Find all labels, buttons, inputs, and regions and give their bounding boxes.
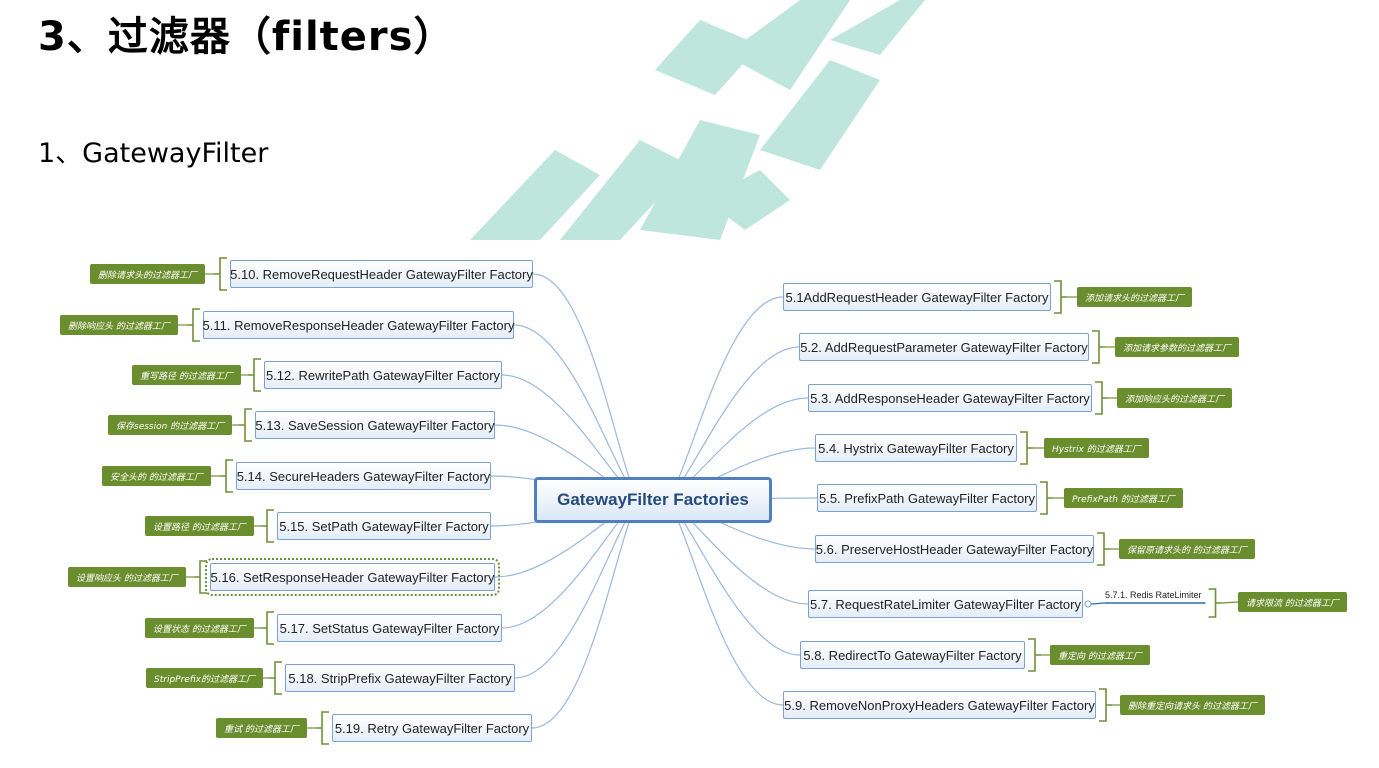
- page-title: 3、过滤器（filters）: [38, 14, 455, 60]
- right-tag-1: 添加请求头的过滤器工厂: [1077, 287, 1193, 307]
- left-tag-9: StripPrefix的过滤器工厂: [146, 668, 263, 688]
- bracket-right-4: [1020, 431, 1033, 465]
- right-node-5[interactable]: 5.5. PrefixPath GatewayFilter Factory: [817, 484, 1037, 512]
- right-node-2[interactable]: 5.2. AddRequestParameter GatewayFilter F…: [799, 333, 1089, 361]
- right-node-6[interactable]: 5.6. PreserveHostHeader GatewayFilter Fa…: [815, 535, 1094, 563]
- left-node-8[interactable]: 5.17. SetStatus GatewayFilter Factory: [277, 614, 502, 642]
- bracket-left-7: [194, 560, 207, 594]
- right-tag-4: Hystrix 的过滤器工厂: [1044, 438, 1149, 458]
- left-tag-6: 设置路径 的过滤器工厂: [145, 516, 254, 536]
- sub-node-edge: [1090, 602, 1106, 605]
- bracket-left-6: [261, 509, 274, 543]
- left-node-2[interactable]: 5.11. RemoveResponseHeader GatewayFilter…: [203, 311, 514, 339]
- bracket-right-2: [1092, 330, 1105, 364]
- sub-node-redis-ratelimiter[interactable]: 5.7.1. Redis RateLimiter: [1105, 590, 1202, 600]
- left-tag-2: 删除响应头 的过滤器工厂: [60, 315, 178, 335]
- right-tag-5: PrefixPath 的过滤器工厂: [1064, 488, 1183, 508]
- bracket-left-4: [239, 408, 252, 442]
- bracket-right-3: [1095, 381, 1108, 415]
- left-node-6[interactable]: 5.15. SetPath GatewayFilter Factory: [277, 512, 491, 540]
- edge-left-2: [513, 324, 643, 501]
- left-tag-10: 重试 的过滤器工厂: [216, 718, 307, 738]
- mindmap: GatewayFilter Factories 5.10. RemoveRequ…: [0, 240, 1379, 768]
- sub-node-dot: [1084, 600, 1092, 608]
- left-node-7[interactable]: 5.16. SetResponseHeader GatewayFilter Fa…: [205, 558, 500, 596]
- bracket-right-9: [1099, 688, 1112, 722]
- left-node-1[interactable]: 5.10. RemoveRequestHeader GatewayFilter …: [230, 260, 533, 288]
- bracket-left-3: [248, 358, 261, 392]
- bracket-left-9: [269, 661, 282, 695]
- right-tag-6: 保留原请求头的 的过滤器工厂: [1119, 539, 1255, 559]
- bracket-left-8: [261, 611, 274, 645]
- right-node-8[interactable]: 5.8. RedirectTo GatewayFilter Factory: [800, 641, 1025, 669]
- bracket-right-5: [1040, 481, 1053, 515]
- left-tag-3: 重写路径 的过滤器工厂: [132, 365, 241, 385]
- bracket-right-8: [1028, 638, 1041, 672]
- edge-right-9: [663, 499, 784, 706]
- bracket-left-10: [316, 711, 329, 745]
- left-tag-5: 安全头的 的过滤器工厂: [102, 466, 211, 486]
- right-node-7[interactable]: 5.7. RequestRateLimiter GatewayFilter Fa…: [808, 590, 1083, 618]
- left-tag-4: 保存session 的过滤器工厂: [108, 415, 233, 435]
- left-node-5[interactable]: 5.14. SecureHeaders GatewayFilter Factor…: [236, 462, 491, 490]
- left-node-3[interactable]: 5.12. RewritePath GatewayFilter Factory: [264, 361, 502, 389]
- right-tag-9: 删除重定向请求头 的过滤器工厂: [1120, 695, 1265, 715]
- left-tag-7: 设置响应头 的过滤器工厂: [68, 567, 186, 587]
- center-node[interactable]: GatewayFilter Factories: [534, 477, 772, 523]
- left-tag-1: 删除请求头的过滤器工厂: [90, 264, 206, 284]
- edge-left-10: [531, 499, 643, 729]
- right-tag-8: 重定向 的过滤器工厂: [1050, 645, 1150, 665]
- section-title: 1、GatewayFilter: [38, 138, 269, 169]
- left-node-9[interactable]: 5.18. StripPrefix GatewayFilter Factory: [285, 664, 515, 692]
- left-tag-8: 设置状态 的过滤器工厂: [145, 618, 254, 638]
- bracket-left-1: [214, 257, 227, 291]
- bracket-right-6: [1097, 532, 1110, 566]
- bracket-left-2: [187, 308, 200, 342]
- left-node-10[interactable]: 5.19. Retry GatewayFilter Factory: [332, 714, 532, 742]
- bracket-left-5: [220, 459, 233, 493]
- bracket-sub: [1208, 588, 1222, 618]
- left-node-4[interactable]: 5.13. SaveSession GatewayFilter Factory: [255, 411, 495, 439]
- right-node-9[interactable]: 5.9. RemoveNonProxyHeaders GatewayFilter…: [783, 691, 1096, 719]
- edge-left-9: [514, 499, 643, 679]
- right-tag-2: 添加请求参数的过滤器工厂: [1115, 337, 1240, 357]
- right-node-1[interactable]: 5.1AddRequestHeader GatewayFilter Factor…: [783, 283, 1051, 311]
- right-tag-3: 添加响应头的过滤器工厂: [1117, 388, 1233, 408]
- edge-right-8: [663, 499, 801, 656]
- right-tag-7: 请求限流 的过滤器工厂: [1238, 592, 1347, 612]
- edge-right-1: [663, 296, 784, 501]
- right-node-3[interactable]: 5.3. AddResponseHeader GatewayFilter Fac…: [808, 384, 1092, 412]
- right-node-4[interactable]: 5.4. Hystrix GatewayFilter Factory: [815, 434, 1017, 462]
- bracket-right-1: [1054, 280, 1067, 314]
- tag-connector-right-7: [1221, 601, 1239, 604]
